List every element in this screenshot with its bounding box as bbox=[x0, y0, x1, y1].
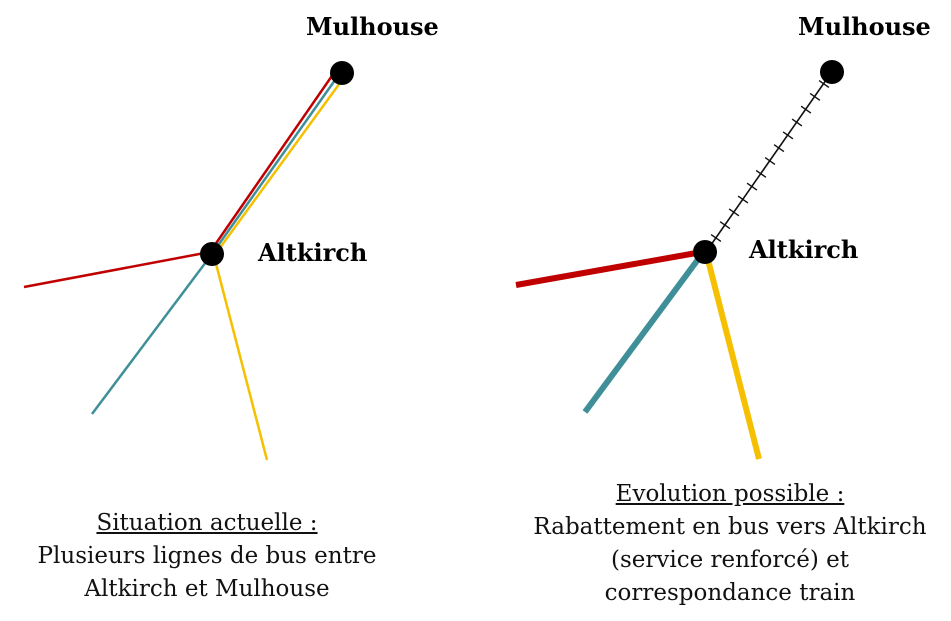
red-bus-line-west bbox=[23, 250, 211, 289]
red-bus-line-to-mulhouse bbox=[208, 69, 338, 253]
yellow-bus-line-south bbox=[212, 255, 269, 461]
rail-tick bbox=[746, 182, 758, 191]
mulhouse-node bbox=[820, 60, 844, 84]
left-caption-line: Plusieurs lignes de bus entre bbox=[37, 543, 377, 569]
rail-tick bbox=[791, 118, 803, 127]
rail-tick bbox=[773, 144, 785, 153]
altkirch-node bbox=[693, 240, 717, 264]
rail-tick bbox=[710, 233, 722, 243]
altkirch-label: Altkirch bbox=[748, 235, 858, 264]
yellow-bus-line-to-mulhouse bbox=[212, 75, 347, 257]
rail-tick bbox=[809, 92, 821, 101]
mulhouse-node bbox=[330, 61, 354, 85]
left-caption-title: Situation actuelle : bbox=[96, 510, 318, 536]
rail-tick bbox=[719, 221, 731, 230]
mulhouse-label: Mulhouse bbox=[798, 12, 931, 41]
rail-ticks bbox=[710, 79, 830, 243]
rail-tick bbox=[728, 208, 740, 217]
left-caption-line: Altkirch et Mulhouse bbox=[84, 576, 330, 602]
right-panel: Mulhouse Altkirch bbox=[515, 12, 931, 460]
right-caption-line: Rabattement en bus vers Altkirch bbox=[533, 514, 927, 540]
yellow-bus-feeder bbox=[704, 255, 762, 460]
rail-tick bbox=[800, 105, 812, 114]
rail-line bbox=[705, 72, 832, 253]
rail-tick bbox=[818, 79, 830, 89]
right-caption-line: correspondance train bbox=[604, 580, 856, 606]
rail-tick bbox=[782, 131, 794, 140]
teal-bus-line-southwest bbox=[91, 253, 213, 415]
teal-bus-line-to-mulhouse bbox=[210, 72, 342, 255]
teal-bus-feeder bbox=[582, 252, 705, 414]
rail-tick bbox=[764, 156, 776, 166]
right-caption-title: Evolution possible : bbox=[615, 481, 845, 507]
altkirch-node bbox=[200, 242, 224, 266]
right-caption: Evolution possible : Rabattement en bus … bbox=[511, 478, 949, 610]
right-caption-line: (service renforcé) et bbox=[611, 547, 849, 573]
left-panel: Mulhouse Altkirch bbox=[23, 12, 439, 461]
mulhouse-label: Mulhouse bbox=[306, 12, 439, 41]
rail-tick bbox=[755, 169, 767, 178]
left-caption: Situation actuelle : Plusieurs lignes de… bbox=[0, 507, 414, 606]
rail-tick bbox=[737, 195, 749, 204]
altkirch-label: Altkirch bbox=[257, 238, 367, 267]
red-bus-feeder bbox=[515, 249, 703, 288]
